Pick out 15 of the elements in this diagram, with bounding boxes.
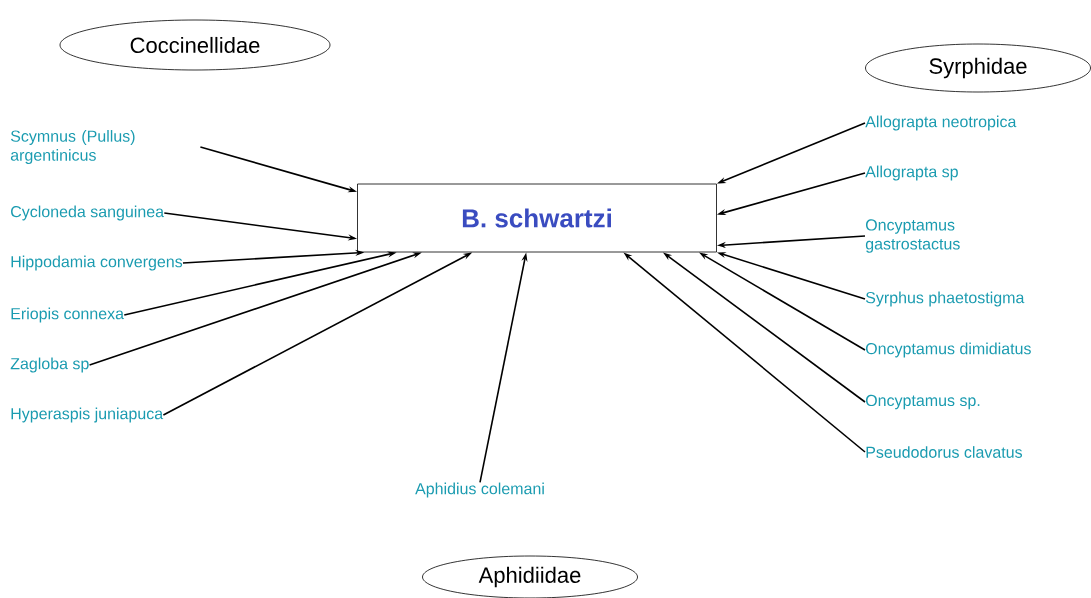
species-label: Eriopis connexa	[11, 307, 124, 323]
species-label: Cycloneda sanguinea	[11, 205, 165, 221]
species-label: Oncyptamus sp.	[865, 394, 980, 410]
species-label: Allograpta neotropica	[865, 115, 1017, 131]
species-label: Zagloba sp	[10, 357, 89, 373]
species-label: Oncyptamus dimidiatus	[865, 342, 1031, 358]
species-label: Syrphus phaetostigma	[865, 291, 1025, 307]
species-label: Aphidius colemani	[415, 482, 544, 498]
species-label: Hippodamia convergens	[11, 255, 183, 271]
species-box: B. schwartzi	[357, 183, 717, 253]
species-label: Allograpta sp	[865, 165, 958, 181]
species-label: Scymnus (Pullus) argentinicus	[10, 130, 135, 164]
species-label: Hyperaspis juniapuca	[11, 407, 164, 423]
species-label: Oncyptamus gastrostactus	[865, 219, 960, 253]
species-label: Pseudodorus clavatus	[866, 446, 1022, 458]
